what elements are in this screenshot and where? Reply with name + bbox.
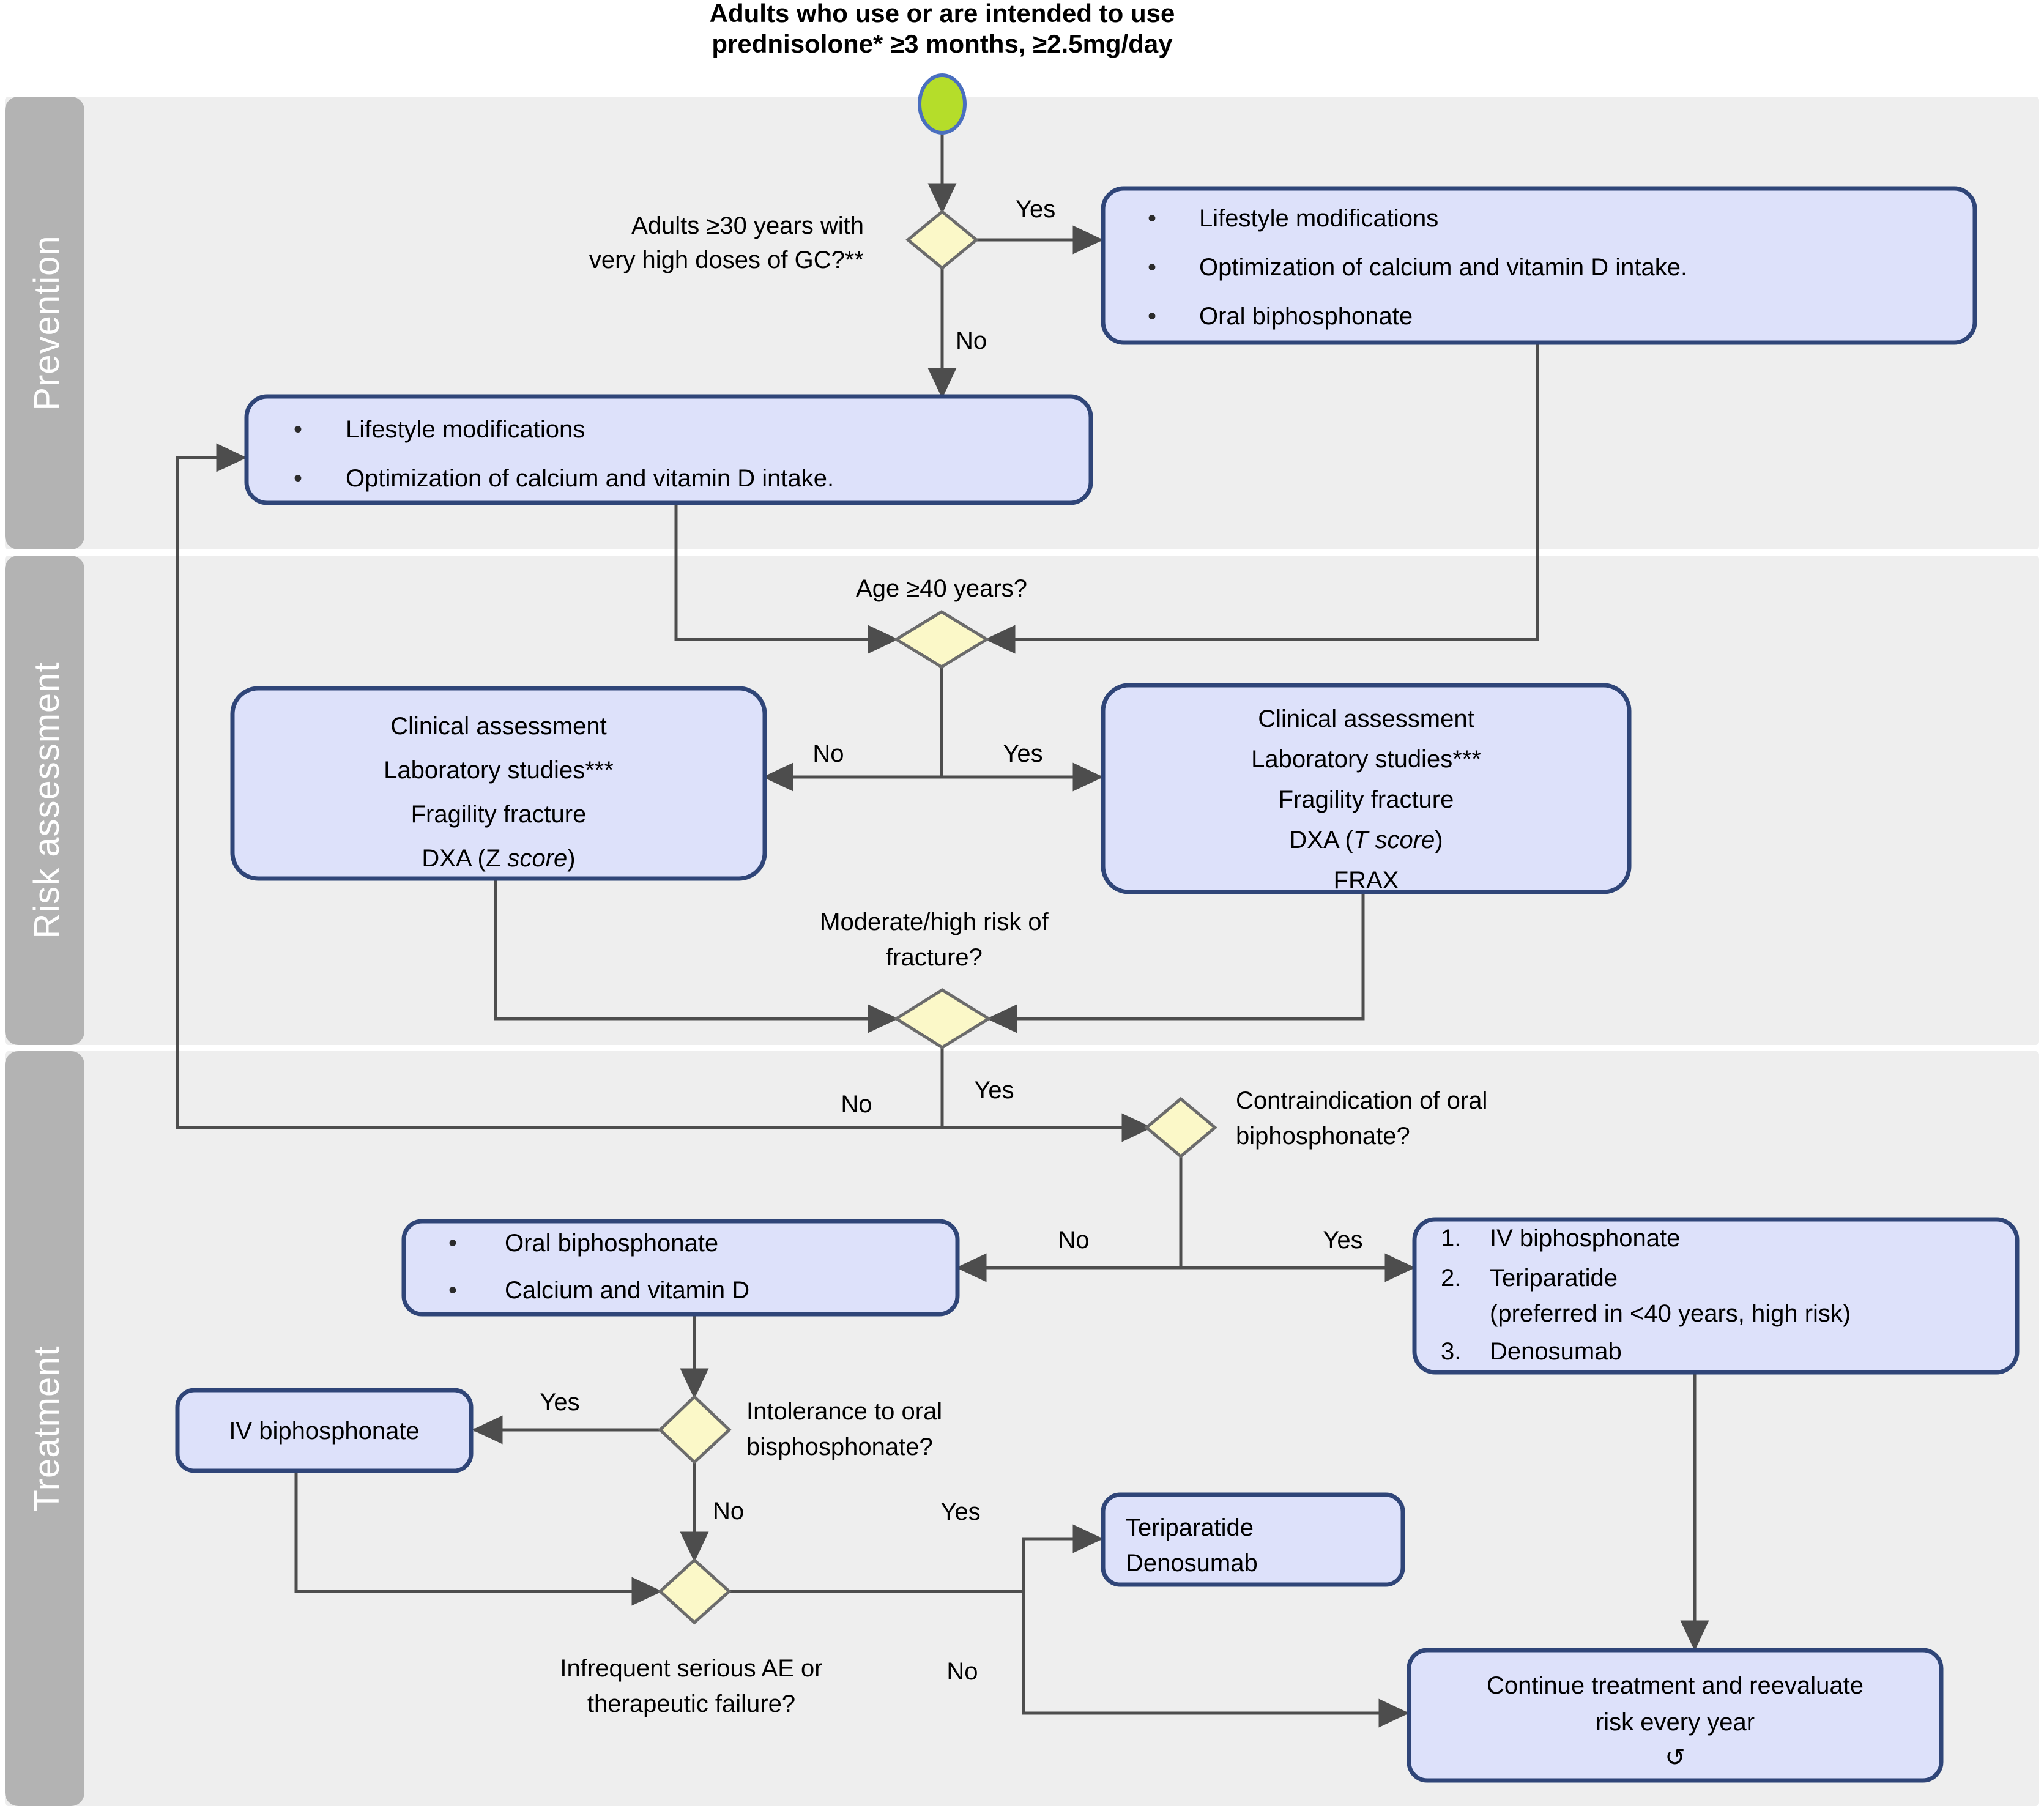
decision-contraindication-label-2: biphosphonate? <box>1236 1123 1410 1150</box>
decision-age-40[interactable] <box>893 610 990 669</box>
chart-title-line2: prednisolone* ≥3 months, ≥2.5mg/day <box>712 29 1173 58</box>
loop-icon: ↺ <box>1665 1744 1685 1771</box>
edge-label-gc-no: No <box>956 327 987 354</box>
process-teriparatide-denosumab[interactable] <box>1101 1492 1405 1587</box>
edge-label-risk-yes: Yes <box>974 1077 1014 1104</box>
decision-ae-failure[interactable] <box>658 1558 732 1625</box>
chart-title-line1: Adults who use or are intended to use <box>710 0 1175 28</box>
start-node[interactable] <box>918 73 967 135</box>
process-prevention-high-item-1: Optimization of calcium and vitamin D in… <box>1199 254 1687 281</box>
process-iv-biphosphonate[interactable] <box>175 1388 474 1473</box>
process-assessment-zscore[interactable] <box>230 686 767 881</box>
process-second-line-text-1: Teriparatide <box>1490 1265 1618 1292</box>
bullet-dot: • <box>1148 303 1156 330</box>
process-assessment-zscore-line-2: Fragility fracture <box>411 801 587 828</box>
edge-label-age-yes: Yes <box>1003 740 1042 767</box>
process-second-line-text-3: Denosumab <box>1490 1338 1622 1365</box>
decision-contraindication-label-1: Contraindication of oral <box>1236 1087 1487 1114</box>
edge-label-risk-no: No <box>841 1091 872 1118</box>
edge-label-intol-no: No <box>713 1498 744 1525</box>
decision-intolerance-label-2: bisphosphonate? <box>746 1434 933 1460</box>
lane-label-prevention: Prevention <box>27 235 67 411</box>
process-assessment-tscore-line-3: DXA (T score) <box>1289 827 1443 853</box>
edge-label-intol-yes: Yes <box>540 1389 579 1416</box>
process-oral-bisphosphonate[interactable] <box>401 1219 960 1317</box>
edge-label-age-no: No <box>812 740 844 767</box>
decision-intolerance-label-1: Intolerance to oral <box>746 1398 942 1425</box>
process-assessment-tscore-line-0: Clinical assessment <box>1258 705 1474 732</box>
edge-label-contra-yes: Yes <box>1323 1227 1362 1254</box>
decision-age-40-label: Age ≥40 years? <box>856 575 1027 602</box>
process-prevention-basic-item-0: Lifestyle modifications <box>346 416 585 443</box>
process-second-line-text-0: IV biphosphonate <box>1490 1225 1680 1252</box>
lane-risk-assessment: Risk assessment <box>5 556 2039 1045</box>
process-assessment-zscore-line-3: DXA (Z score) <box>422 845 575 872</box>
process-iv-biphosphonate-line-0: IV biphosphonate <box>229 1418 419 1445</box>
process-second-line-options[interactable] <box>1412 1217 2020 1375</box>
process-continue-treatment-line-1: risk every year <box>1596 1709 1755 1736</box>
process-assessment-tscore-line-2: Fragility fracture <box>1279 786 1454 813</box>
process-second-line-text-2: (preferred in <40 years, high risk) <box>1490 1300 1851 1327</box>
decision-fracture-risk-label-2: fracture? <box>886 944 983 971</box>
bullet-dot: • <box>448 1230 457 1257</box>
process-oral-bisphosphonate-item-1: Calcium and vitamin D <box>505 1277 749 1304</box>
decision-fracture-risk-label-1: Moderate/high risk of <box>820 909 1049 935</box>
process-prevention-basic-item-1: Optimization of calcium and vitamin D in… <box>346 465 834 492</box>
process-assessment-zscore-line-0: Clinical assessment <box>390 713 606 740</box>
process-second-line-num-3: 3. <box>1441 1338 1461 1365</box>
edge-label-ae-no: No <box>946 1658 978 1685</box>
lane-label-risk-assessment: Risk assessment <box>27 661 67 939</box>
bullet-dot: • <box>1148 205 1156 232</box>
process-prevention-basic[interactable] <box>244 394 1093 505</box>
process-prevention-high-item-2: Oral biphosphonate <box>1199 303 1413 330</box>
decision-ae-failure-label-2: therapeutic failure? <box>587 1690 795 1717</box>
process-continue-treatment-line-0: Continue treatment and reevaluate <box>1487 1672 1864 1699</box>
process-assessment-tscore-line-1: Laboratory studies*** <box>1251 746 1481 773</box>
decision-very-high-gc-label-1: Adults ≥30 years with <box>631 212 864 239</box>
process-prevention-high-dose[interactable] <box>1101 186 1977 345</box>
process-continue-treatment[interactable] <box>1407 1648 1944 1783</box>
process-second-line-num-0: 1. <box>1441 1225 1461 1252</box>
edge-label-ae-yes: Yes <box>940 1498 980 1525</box>
bullet-dot: • <box>294 465 302 492</box>
decision-ae-failure-label-1: Infrequent serious AE or <box>560 1655 822 1682</box>
bullet-dot: • <box>294 416 302 443</box>
process-teriparatide-denosumab-line-0: Teriparatide <box>1126 1514 1254 1541</box>
process-assessment-tscore[interactable] <box>1101 683 1632 894</box>
process-oral-bisphosphonate-item-0: Oral biphosphonate <box>505 1230 718 1257</box>
process-assessment-zscore-line-1: Laboratory studies*** <box>384 757 614 784</box>
process-prevention-high-item-0: Lifestyle modifications <box>1199 205 1438 232</box>
connectors <box>176 132 1709 1728</box>
process-assessment-tscore-line-4: FRAX <box>1334 867 1399 894</box>
decision-contraindication[interactable] <box>1144 1096 1217 1159</box>
bullet-dot: • <box>448 1277 457 1304</box>
process-teriparatide-denosumab-line-1: Denosumab <box>1126 1550 1258 1577</box>
edge-label-contra-no: No <box>1058 1227 1089 1254</box>
edge-label-gc-yes: Yes <box>1016 196 1055 223</box>
lane-label-treatment: Treatment <box>27 1345 67 1511</box>
decision-fracture-risk[interactable] <box>893 988 992 1049</box>
bullet-dot: • <box>1148 254 1156 281</box>
decision-very-high-gc-label-2: very high doses of GC?** <box>589 247 864 273</box>
decision-intolerance[interactable] <box>658 1394 732 1465</box>
process-second-line-num-1: 2. <box>1441 1265 1461 1292</box>
decision-very-high-gc[interactable] <box>905 209 979 270</box>
